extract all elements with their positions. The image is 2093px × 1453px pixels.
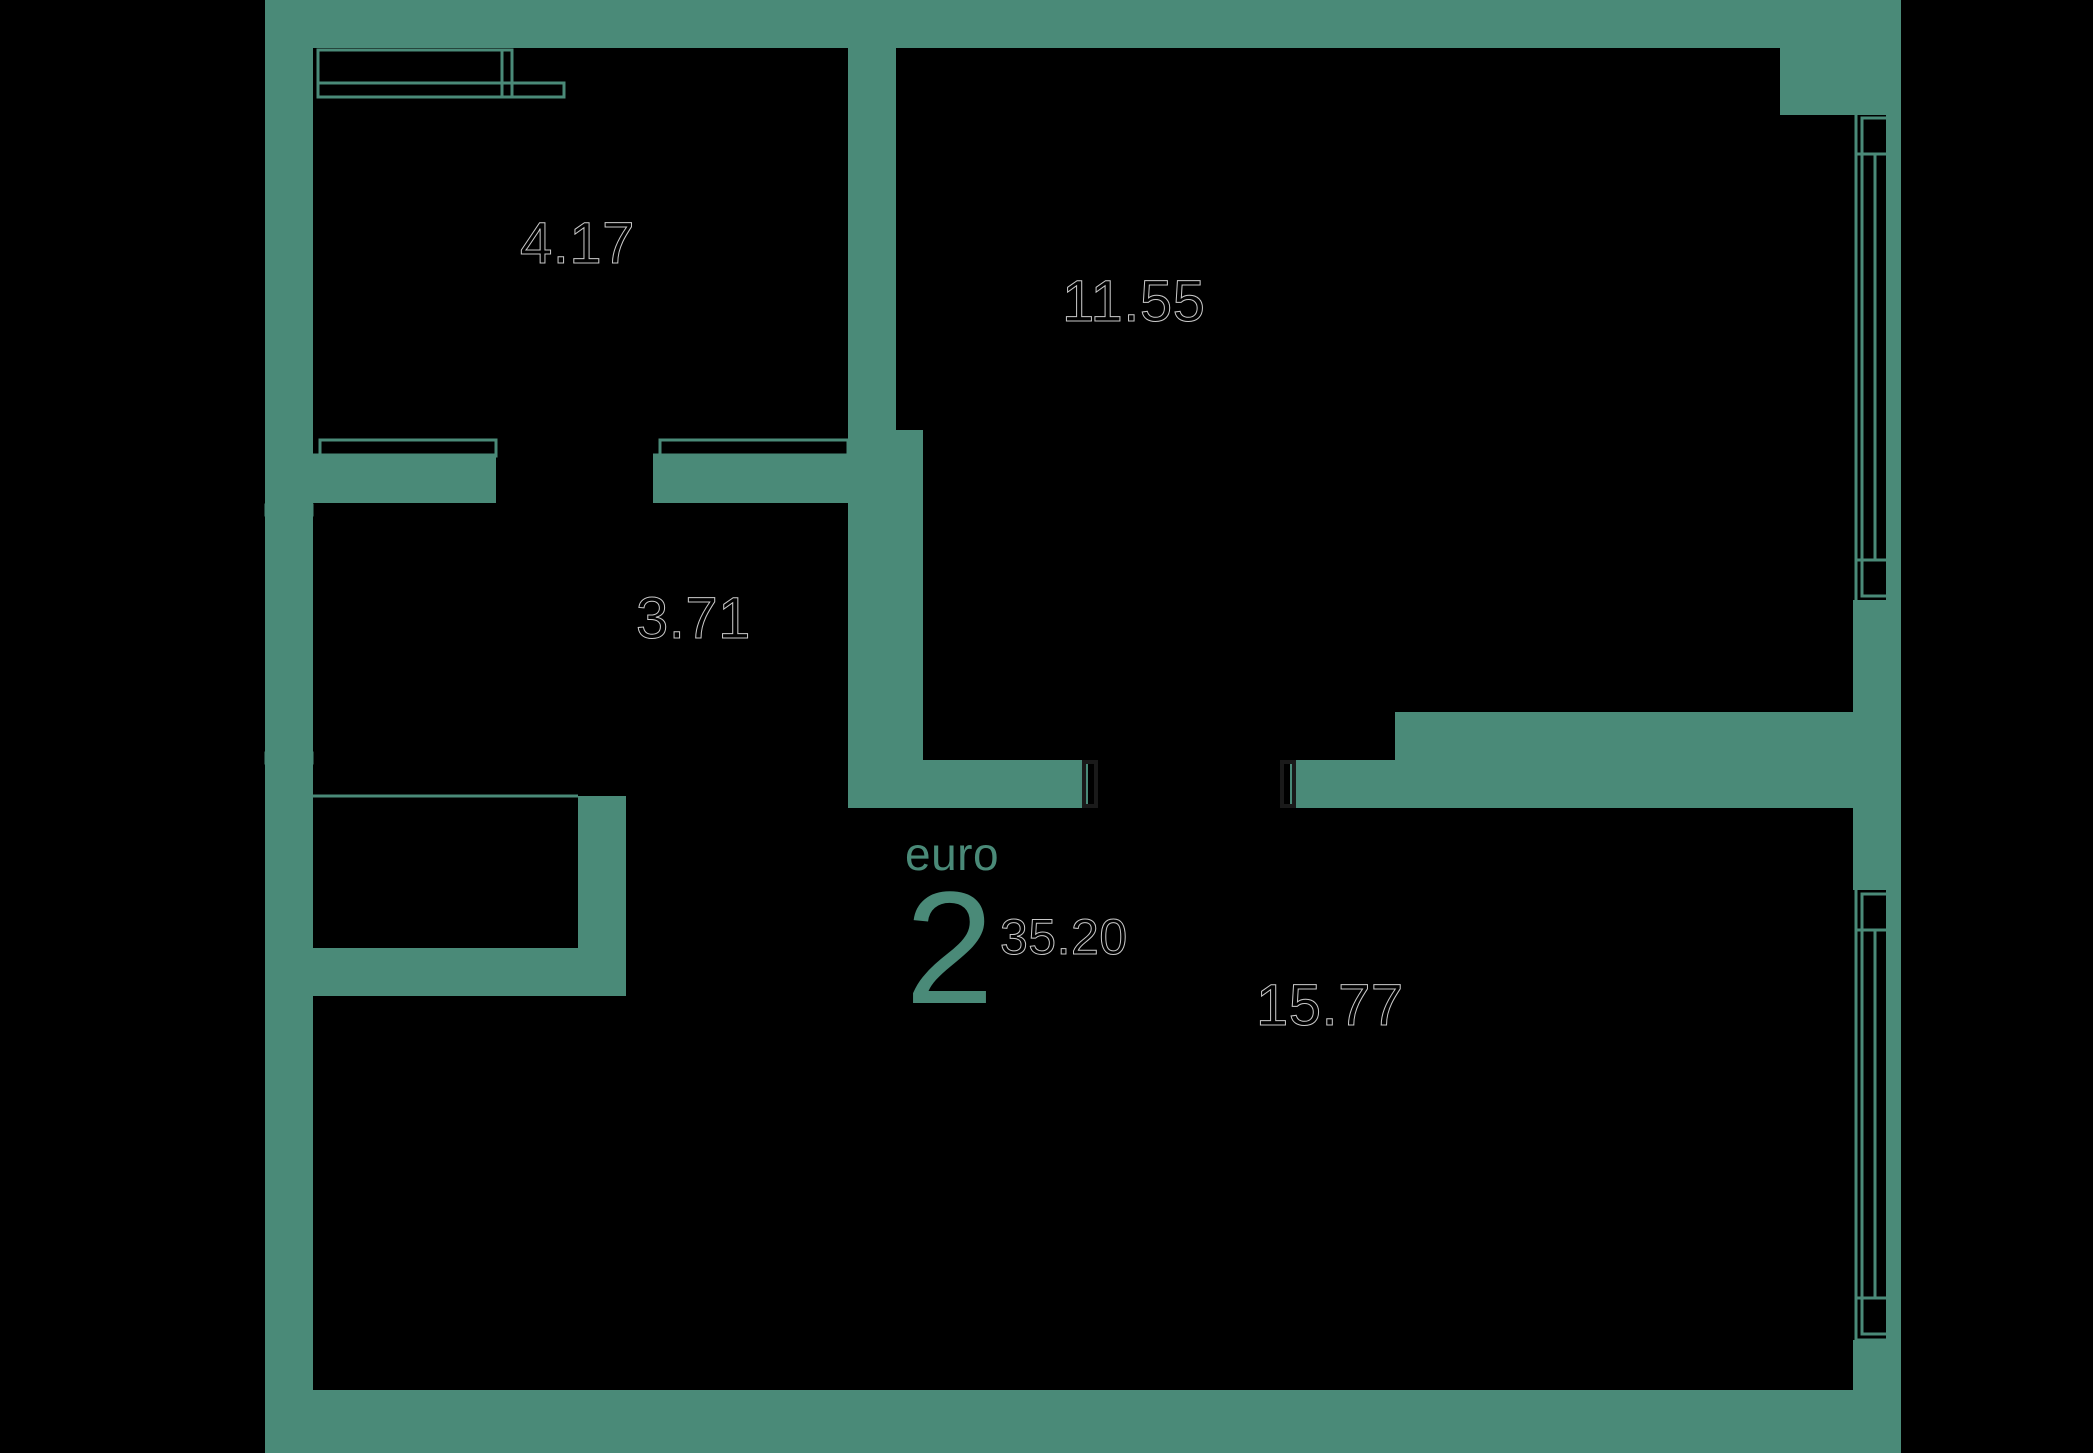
door-reveal-entry: [264, 503, 314, 765]
wall-group: [265, 0, 1901, 1453]
wall-hall-bottom-left: [848, 760, 1088, 808]
wall-exterior-right-mid: [1853, 600, 1901, 660]
wall-exterior-right-top: [1853, 0, 1901, 110]
wall-exterior-left-lower: [265, 760, 313, 1438]
window-lower-right[interactable]: [1854, 886, 1896, 1342]
wall-exterior-right-bottom: [1853, 1340, 1901, 1453]
wall-exterior-left-upper: [265, 0, 313, 512]
wall-hall-spine-step: [848, 430, 923, 790]
wall-bathroom-bottom-left: [313, 455, 496, 503]
wall-bedroom-top: [1290, 760, 1901, 808]
wall-niche-vertical: [578, 796, 626, 976]
detail-group: [264, 48, 1896, 1342]
door-jamb-hall: [1082, 760, 1296, 808]
closet-sliding-doors: [316, 48, 566, 99]
window-upper-right[interactable]: [1854, 110, 1896, 604]
wall-bathroom-right: [848, 0, 896, 480]
wall-exterior-left-middle: [265, 512, 313, 760]
bathroom-wall-reveal: [313, 438, 850, 458]
wall-exterior-bottom: [265, 1390, 1901, 1453]
wall-exterior-top: [265, 0, 1901, 48]
wall-bedroom-top-step: [1395, 712, 1901, 760]
wall-niche-horizontal: [313, 948, 626, 996]
